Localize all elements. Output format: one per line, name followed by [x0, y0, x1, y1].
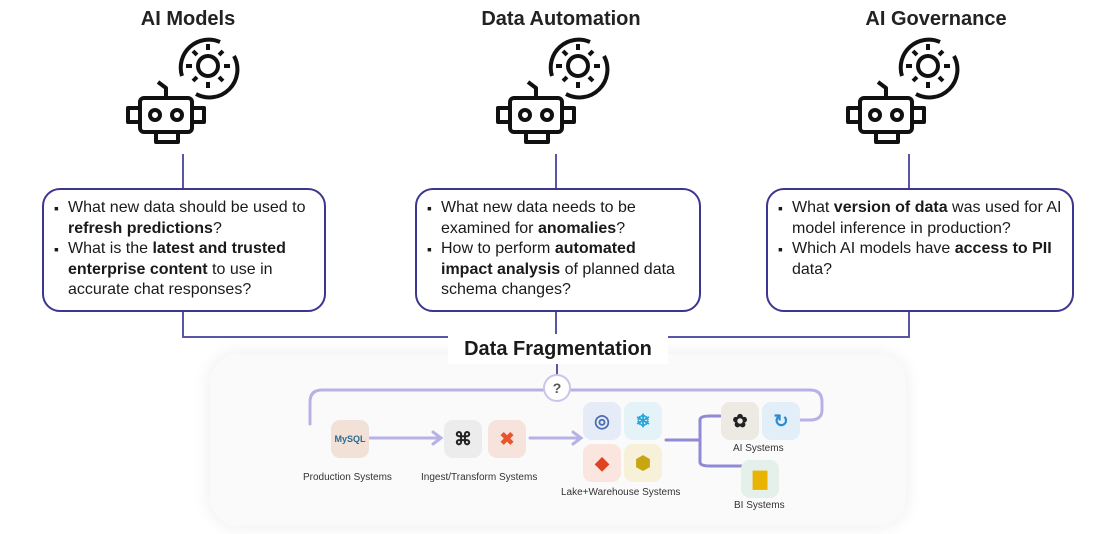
bullet-text: to use in accurate chat responses? — [68, 260, 273, 299]
bi-chart-icon: ▇ — [741, 460, 779, 498]
robot-gear-icon — [496, 37, 610, 144]
connector-line — [555, 312, 557, 338]
ai-governance-questions: What version of data was used for AI mod… — [766, 188, 1074, 312]
mysql-icon: MySQL — [331, 420, 369, 458]
bullet-text: was used for AI model inference in produ… — [792, 199, 1062, 237]
hive-icon: ⬢ — [624, 444, 662, 482]
bullet-text: What new data needs to be examined for — [441, 199, 636, 237]
production-systems-label: Production Systems — [303, 472, 392, 483]
data-fragmentation-title: Data Fragmentation — [448, 334, 668, 364]
transform-icon: ✖ — [488, 420, 526, 458]
lake-warehouse-systems-label: Lake+Warehouse Systems — [561, 487, 681, 498]
query-icon: ◎ — [583, 402, 621, 440]
bullet-text: What — [792, 199, 834, 216]
bullet-text: Which AI models have — [792, 240, 955, 257]
bullet-text: of planned data schema changes? — [441, 260, 675, 299]
emphasis-text: access to PII — [954, 240, 1052, 257]
ai-models-title: AI Models — [140, 8, 236, 30]
data-automation-title: Data Automation — [481, 8, 641, 30]
emphasis-text: anomalies — [537, 219, 617, 237]
emphasis-text: version of data — [833, 199, 948, 216]
openai-icon: ✿ — [721, 402, 759, 440]
question-mark-icon: ? — [543, 374, 571, 402]
snowflake-icon: ❄ — [624, 402, 662, 440]
connector-line — [908, 312, 910, 338]
databricks-icon: ◆ — [583, 444, 621, 482]
kafka-icon: ⌘ — [444, 420, 482, 458]
ai-systems-label: AI Systems — [733, 443, 784, 454]
bullet-text: data? — [792, 260, 833, 278]
ai-models-questions: What new data should be used to refresh … — [42, 188, 326, 312]
connector-line — [555, 154, 557, 188]
emphasis-text: refresh predictions — [68, 219, 213, 237]
bullet-text: How to perform — [441, 240, 555, 257]
ai-governance-title: AI Governance — [865, 8, 1007, 30]
connector-line — [556, 364, 558, 376]
question-bullet: What is the latest and trusted enterpris… — [52, 239, 314, 301]
robot-gear-icon — [126, 37, 240, 144]
bullet-text: ? — [616, 219, 626, 237]
connector-line — [182, 154, 184, 188]
bullet-text: ? — [212, 219, 222, 237]
bi-systems-label: BI Systems — [734, 500, 785, 511]
question-bullet: What new data should be used to refresh … — [52, 198, 314, 239]
question-bullet: Which AI models have access to PII data? — [776, 239, 1062, 280]
connector-line — [908, 154, 910, 188]
refresh-ai-icon: ↻ — [762, 402, 800, 440]
emphasis-text: latest and trusted enterprise content — [68, 240, 286, 278]
robot-gear-icon — [846, 37, 960, 144]
ingest-transform-systems-label: Ingest/Transform Systems — [421, 472, 538, 483]
question-bullet: What version of data was used for AI mod… — [776, 198, 1062, 239]
connector-line — [182, 312, 184, 338]
bullet-text: What is the — [68, 240, 153, 257]
emphasis-text: automated impact analysis — [441, 240, 636, 278]
data-automation-questions: What new data needs to be examined for a… — [415, 188, 701, 312]
bullet-text: What new data should be used to — [68, 199, 306, 216]
question-bullet: How to perform automated impact analysis… — [425, 239, 689, 301]
question-bullet: What new data needs to be examined for a… — [425, 198, 689, 239]
